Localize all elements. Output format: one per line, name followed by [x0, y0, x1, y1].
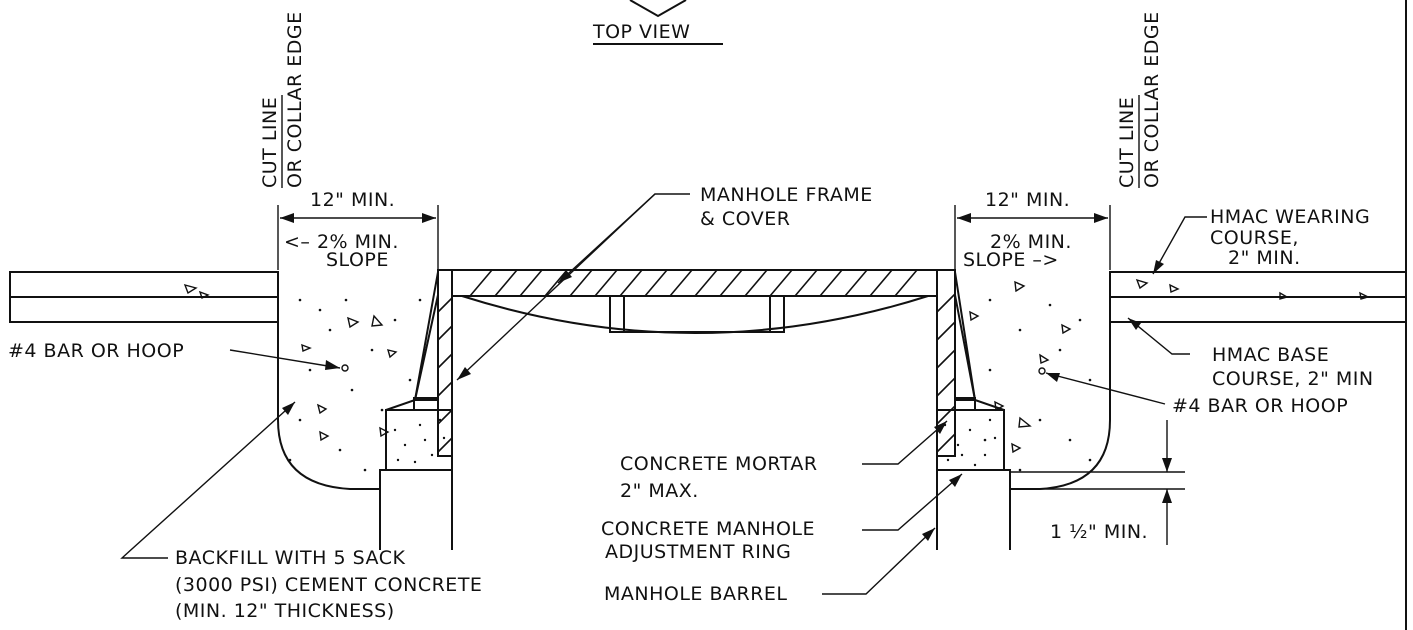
hmac-base-course-callout: HMAC BASE COURSE, 2" MIN [1127, 317, 1374, 390]
top-view-marker: TOP VIEW [592, 0, 723, 45]
ring-line1: CONCRETE MANHOLE [601, 518, 815, 540]
min-12-right-text: 12" MIN. [985, 189, 1070, 211]
frame-cover-line1: MANHOLE FRAME [700, 184, 873, 206]
manhole-barrel-callout: MANHOLE BARREL [604, 527, 936, 605]
dimension-1-5-min: 1 ½" MIN. [1010, 420, 1185, 545]
mortar-line2: 2" MAX. [620, 480, 699, 502]
mortar-line1: CONCRETE MORTAR [620, 453, 818, 475]
concrete-collar-left [277, 271, 439, 490]
dimension-12-min-right: 12" MIN. 2% MIN. SLOPE –> [954, 189, 1111, 271]
wearing-line1: HMAC WEARING [1210, 206, 1370, 228]
cut-line-left-text: CUT LINE [259, 97, 281, 188]
cut-line-label-right: CUT LINE OR COLLAR EDGE [1116, 11, 1163, 188]
ring-line2: ADJUSTMENT RING [605, 541, 791, 563]
collar-edge-left-text: OR COLLAR EDGE [284, 11, 306, 188]
pavement-right [1109, 271, 1407, 323]
concrete-mortar-callout: CONCRETE MORTAR 2" MAX. [620, 420, 948, 502]
bar-right-text: #4 BAR OR HOOP [1172, 395, 1348, 417]
manhole-frame-cover-callout: MANHOLE FRAME & COVER [456, 184, 873, 381]
backfill-line2: (3000 PSI) CEMENT CONCRETE [175, 574, 482, 596]
bar-left-text: #4 BAR OR HOOP [8, 340, 184, 362]
slope-left-line1: <– 2% MIN. [284, 231, 399, 253]
cut-line-label-left: CUT LINE OR COLLAR EDGE [259, 11, 306, 188]
backfill-line1: BACKFILL WITH 5 SACK [175, 547, 405, 569]
wearing-line2: COURSE, [1210, 227, 1299, 249]
bar-or-hoop-right-callout: #4 BAR OR HOOP [1045, 372, 1348, 417]
slope-left-line2: SLOPE [326, 249, 389, 271]
dimension-12-min-left: 12" MIN. <– 2% MIN. SLOPE [277, 189, 439, 271]
manhole-frame-and-cover [438, 269, 955, 334]
backfill-line3: (MIN. 12" THICKNESS) [175, 600, 395, 622]
collar-edge-right-text: OR COLLAR EDGE [1141, 11, 1163, 188]
pavement-left [9, 271, 279, 323]
adjustment-ring-left [385, 397, 453, 471]
slope-right-line2: SLOPE –> [963, 249, 1059, 271]
top-view-label: TOP VIEW [592, 21, 690, 43]
slope-right-line1: 2% MIN. [990, 231, 1072, 253]
bar-or-hoop-left-callout: #4 BAR OR HOOP [8, 340, 341, 370]
cover-hatching [469, 269, 918, 297]
base-line2: COURSE, 2" MIN [1212, 368, 1374, 390]
manhole-barrel [379, 470, 1011, 550]
barrel-text: MANHOLE BARREL [604, 583, 788, 605]
cut-line-right-text: CUT LINE [1116, 97, 1138, 188]
backfill-callout: BACKFILL WITH 5 SACK (3000 PSI) CEMENT C… [120, 401, 482, 622]
min-1-5-text: 1 ½" MIN. [1050, 521, 1148, 543]
adjustment-ring-callout: CONCRETE MANHOLE ADJUSTMENT RING [601, 473, 963, 563]
wearing-line3: 2" MIN. [1228, 247, 1301, 269]
concrete-collar-right [954, 271, 1111, 490]
min-12-left-text: 12" MIN. [310, 189, 395, 211]
base-line1: HMAC BASE [1212, 344, 1329, 366]
hmac-wearing-course-callout: HMAC WEARING COURSE, 2" MIN. [1152, 206, 1370, 275]
adjustment-ring-right [936, 397, 1005, 471]
frame-cover-line2: & COVER [700, 208, 790, 230]
